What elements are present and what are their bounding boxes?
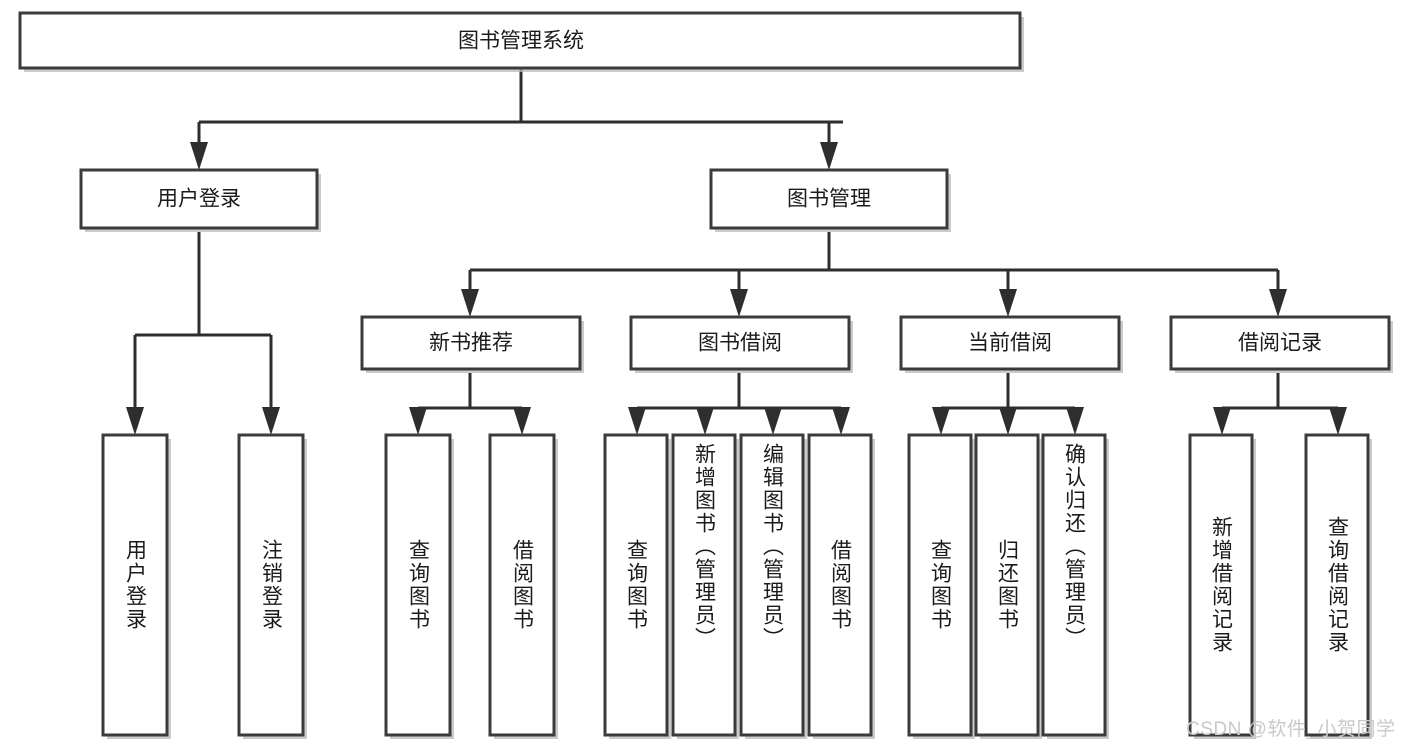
book-borrow-box[interactable] (629, 315, 851, 371)
root-label: 图书管理系统 (458, 30, 584, 53)
leaf-box-logout-login[interactable] (237, 433, 305, 737)
arrow-leaf-borrow-book-2 (832, 407, 850, 435)
arrow-book-management (820, 142, 838, 170)
root-box[interactable] (18, 11, 1022, 70)
leaf-box-user-login[interactable] (101, 433, 169, 737)
borrow-record-label: 借阅记录 (1238, 332, 1322, 355)
node-borrow-record[interactable]: 借阅记录 (1169, 315, 1393, 373)
book-management-label: 图书管理 (787, 188, 871, 211)
arrow-leaf-edit-book (764, 407, 782, 435)
user-login-box[interactable] (79, 168, 319, 230)
arrow-leaf-add-record (1213, 407, 1231, 435)
arrow-current-borrow (999, 289, 1017, 317)
leaf-box-borrow-book-2[interactable] (807, 433, 873, 737)
arrow-leaf-query-record (1329, 407, 1347, 435)
arrow-leaf-logout-login (262, 407, 280, 435)
arrow-new-book-recommend (461, 289, 479, 317)
leaf-boxes (101, 433, 1372, 739)
leaf-box-return-book[interactable] (974, 433, 1040, 737)
borrow-record-box[interactable] (1169, 315, 1391, 371)
leaf-box-add-book[interactable] (671, 433, 737, 737)
user-login-label: 用户登录 (157, 188, 241, 211)
leaf-box-query-record[interactable] (1304, 433, 1370, 737)
leaf-box-query-book-3[interactable] (907, 433, 973, 737)
new-book-recommend-box[interactable] (360, 315, 582, 371)
new-book-recommend-label: 新书推荐 (429, 332, 513, 355)
arrow-book-borrow (730, 289, 748, 317)
connector-layer (126, 68, 1347, 435)
node-current-borrow[interactable]: 当前借阅 (899, 315, 1123, 373)
node-root[interactable]: 图书管理系统 (18, 11, 1024, 72)
node-new-book-recommend[interactable]: 新书推荐 (360, 315, 584, 373)
arrow-leaf-confirm-return (1066, 407, 1084, 435)
arrow-leaf-query-book-1 (409, 407, 427, 435)
leaf-box-edit-book[interactable] (739, 433, 805, 737)
arrow-leaf-query-book-2 (628, 407, 646, 435)
leaf-box-query-book-2[interactable] (603, 433, 669, 737)
csdn-watermark: CSDN @软件_小贺同学 (1186, 719, 1396, 740)
node-book-borrow[interactable]: 图书借阅 (629, 315, 853, 373)
book-borrow-label: 图书借阅 (698, 332, 782, 355)
arrow-leaf-return-book (999, 407, 1017, 435)
arrow-borrow-record (1269, 289, 1287, 317)
leaf-box-borrow-book-1[interactable] (488, 433, 556, 737)
arrow-leaf-query-book-3 (932, 407, 950, 435)
current-borrow-box[interactable] (899, 315, 1121, 371)
arrow-user-login (190, 142, 208, 170)
node-book-management[interactable]: 图书管理 (709, 168, 951, 232)
arrow-leaf-add-book (696, 407, 714, 435)
arrow-leaf-borrow-book-1 (513, 407, 531, 435)
current-borrow-label: 当前借阅 (968, 332, 1052, 355)
leaf-box-query-book-1[interactable] (384, 433, 452, 737)
node-user-login[interactable]: 用户登录 (79, 168, 321, 232)
book-management-box[interactable] (709, 168, 949, 230)
leaf-box-confirm-return[interactable] (1041, 433, 1107, 737)
leaf-box-add-record[interactable] (1188, 433, 1254, 737)
arrow-leaf-user-login (126, 407, 144, 435)
